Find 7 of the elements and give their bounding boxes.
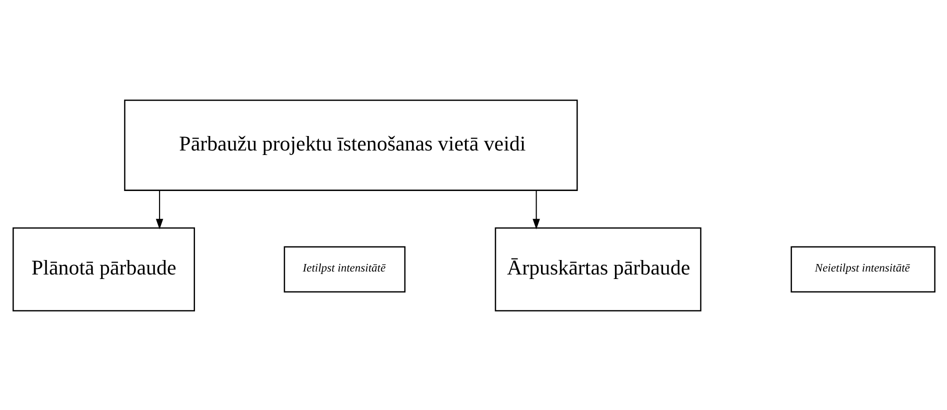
node-box: Ārpuskārtas pārbaude (494, 226, 701, 311)
arrow (155, 190, 163, 229)
node-box: Plānotā pārbaude (12, 226, 194, 311)
node-box: Pārbaužu projektu īstenošanas vietā veidi (124, 99, 578, 190)
node-box: Neietilpst intensitātē (790, 246, 935, 292)
node-box: Ietilpst intensitātē (283, 246, 405, 292)
arrow (532, 190, 540, 229)
